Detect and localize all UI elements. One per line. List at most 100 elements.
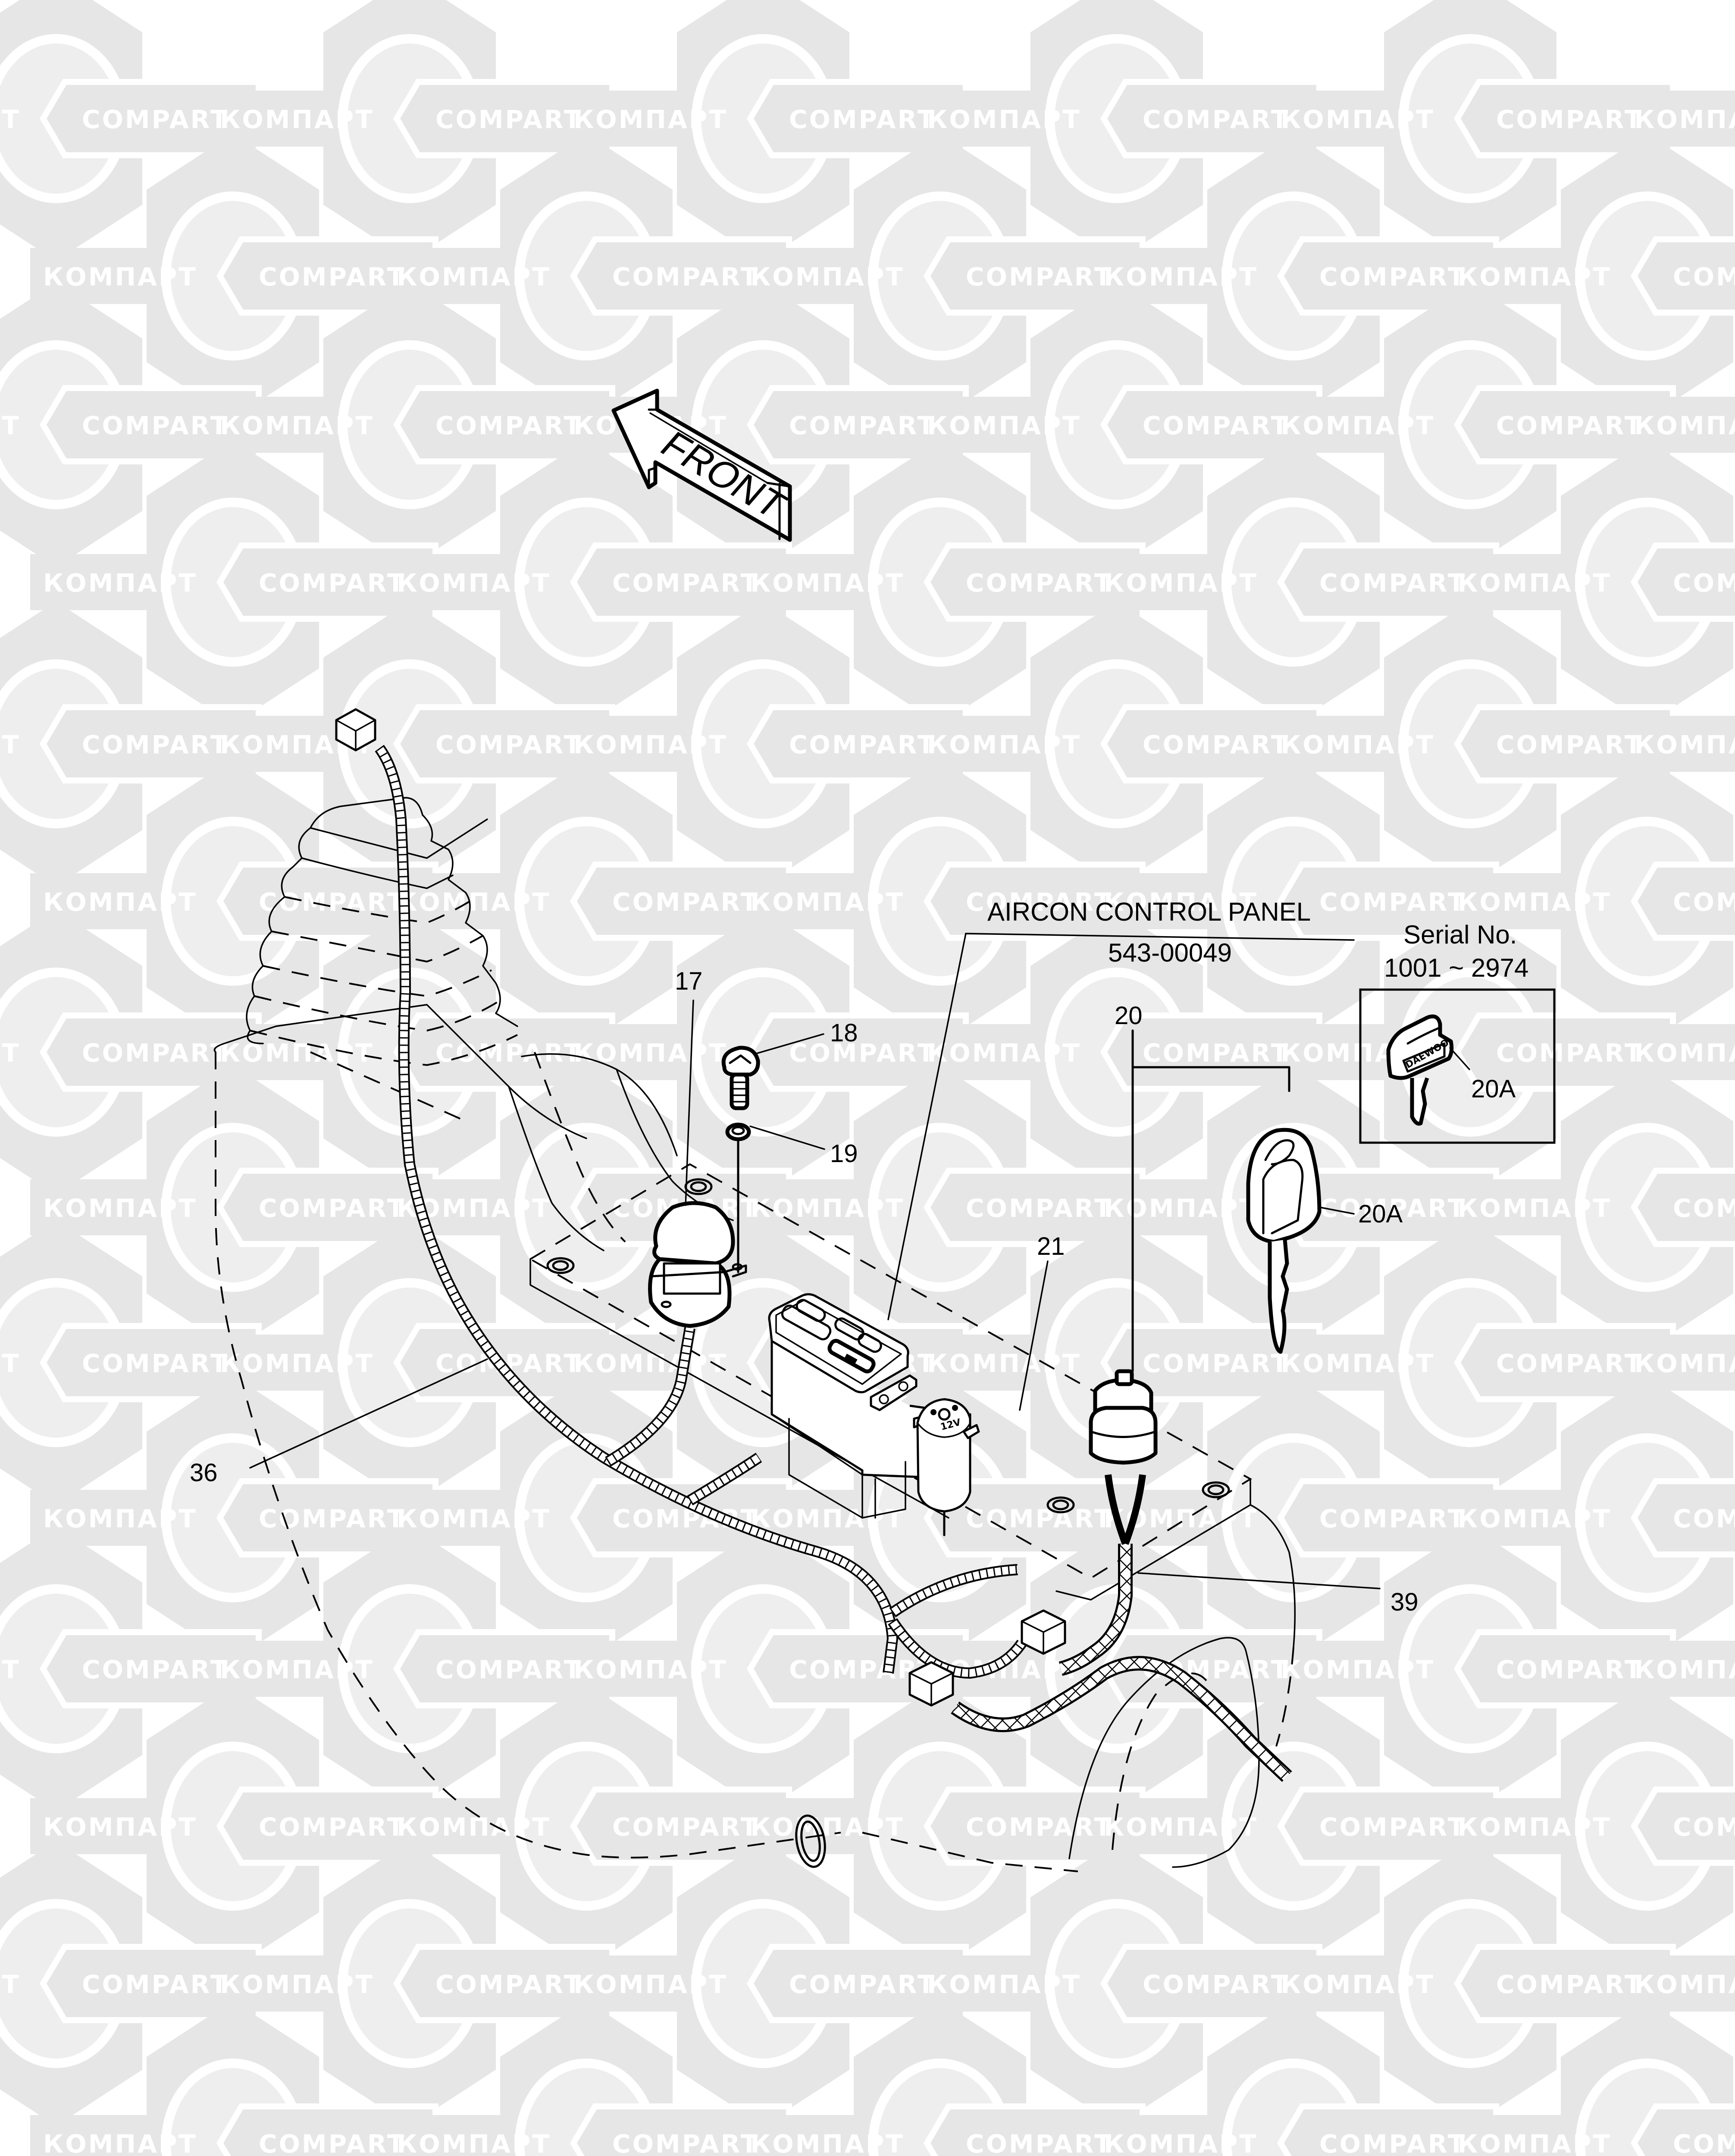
watermark-text: КОМПАРТ bbox=[1281, 1349, 1435, 1378]
watermark-text: КОМПАРТ bbox=[43, 262, 197, 291]
watermark-text: COMPART bbox=[1673, 2129, 1735, 2156]
watermark-text: КОМПАРТ bbox=[750, 2129, 905, 2156]
watermark-text: COMPART bbox=[789, 1038, 936, 1068]
watermark-text: COMPART bbox=[82, 105, 229, 134]
watermark-text: КОМПАРТ bbox=[0, 1970, 21, 1999]
watermark-text: КОМПАРТ bbox=[1281, 105, 1435, 134]
watermark-text: КОМПАРТ bbox=[750, 1504, 905, 1533]
watermark-text: COMPART bbox=[1143, 411, 1290, 440]
watermark-text: COMPART bbox=[612, 887, 759, 917]
wire-harness-36 bbox=[335, 708, 1066, 1707]
joystick-boot bbox=[246, 797, 518, 1066]
watermark-text: КОМПАРТ bbox=[1104, 1194, 1258, 1223]
watermark-text: COMPART bbox=[1673, 1194, 1735, 1223]
watermark-text: КОМПАРТ bbox=[1634, 411, 1735, 440]
watermark-text: COMPART bbox=[435, 730, 583, 759]
watermark-text: COMPART bbox=[1143, 1349, 1290, 1378]
watermark-text: COMPART bbox=[82, 411, 229, 440]
watermark-text: КОМПАРТ bbox=[0, 411, 21, 440]
watermark-text: КОМПАРТ bbox=[220, 411, 374, 440]
watermark-text: COMPART bbox=[82, 1970, 229, 1999]
watermark-text: КОМПАРТ bbox=[1281, 730, 1435, 759]
watermark-text: КОМПАРТ bbox=[750, 1194, 905, 1223]
watermark-text: КОМПАРТ bbox=[43, 1504, 197, 1533]
part-17-lighter bbox=[648, 1201, 747, 1328]
serial-label: Serial No. bbox=[1403, 920, 1517, 949]
callout-19: 19 bbox=[830, 1140, 858, 1168]
watermark-text: COMPART bbox=[259, 2129, 406, 2156]
callout-20a: 20A bbox=[1358, 1200, 1403, 1228]
watermark-text: COMPART bbox=[435, 1038, 583, 1068]
callout-36: 36 bbox=[190, 1459, 218, 1487]
watermark-text: КОМПАРТ bbox=[927, 1970, 1081, 1999]
watermark-text: COMPART bbox=[1496, 411, 1643, 440]
watermark-text: COMPART bbox=[82, 730, 229, 759]
watermark-text: COMPART bbox=[1319, 568, 1466, 598]
inset-callout-20a: 20A bbox=[1471, 1075, 1516, 1103]
watermark-text: КОМПАРТ bbox=[1457, 1194, 1612, 1223]
callout-39: 39 bbox=[1391, 1588, 1419, 1616]
watermark-text: КОМПАРТ bbox=[1104, 887, 1258, 917]
watermark-text: COMPART bbox=[966, 887, 1113, 917]
watermark-text: КОМПАРТ bbox=[220, 1655, 374, 1684]
watermark-text: COMPART bbox=[966, 2129, 1113, 2156]
callout-18: 18 bbox=[830, 1019, 858, 1047]
watermark-text: КОМПАРТ bbox=[1281, 411, 1435, 440]
part-20a-key bbox=[1246, 1128, 1322, 1354]
watermark-text: COMPART bbox=[259, 568, 406, 598]
watermark-text: КОМПАРТ bbox=[0, 1349, 21, 1378]
watermark-text: КОМПАРТ bbox=[397, 887, 551, 917]
watermark-text: КОМПАРТ bbox=[0, 1655, 21, 1684]
watermark-text: COMPART bbox=[789, 730, 936, 759]
harness-connector bbox=[1021, 1609, 1066, 1655]
watermark-text: КОМПАРТ bbox=[1457, 2129, 1612, 2156]
watermark-text: COMPART bbox=[82, 1349, 229, 1378]
watermark-text: КОМПАРТ bbox=[1104, 262, 1258, 291]
watermark-text: КОМПАРТ bbox=[1457, 568, 1612, 598]
serial-range: 1001 ~ 2974 bbox=[1384, 953, 1528, 982]
watermark-text: КОМПАРТ bbox=[927, 105, 1081, 134]
callout-20: 20 bbox=[1115, 1002, 1143, 1030]
harness-connector bbox=[908, 1661, 954, 1707]
watermark-text: КОМПАРТ bbox=[573, 1970, 728, 1999]
watermark-text: COMPART bbox=[1673, 262, 1735, 291]
part-21-12v-socket: 12V bbox=[913, 1398, 980, 1536]
leader-lines bbox=[249, 933, 1381, 1589]
watermark-text: COMPART bbox=[82, 1038, 229, 1068]
part-18-screw bbox=[721, 1046, 760, 1110]
part-20-starter-switch bbox=[1089, 1369, 1158, 1465]
watermark-text: COMPART bbox=[1143, 1038, 1290, 1068]
watermark-text: КОМПАРТ bbox=[43, 568, 197, 598]
watermark-text: COMPART bbox=[259, 1194, 406, 1223]
watermark-text: COMPART bbox=[1496, 1349, 1643, 1378]
watermark-text: КОМПАРТ bbox=[573, 105, 728, 134]
watermark-text: COMPART bbox=[1319, 2129, 1466, 2156]
watermark-text: КОМПАРТ bbox=[397, 1812, 551, 1842]
watermark-text: COMPART bbox=[435, 1655, 583, 1684]
watermark-text: COMPART bbox=[1496, 105, 1643, 134]
wire-harness-39 bbox=[951, 1474, 1292, 1782]
watermark-text: COMPART bbox=[1496, 1655, 1643, 1684]
watermark-text: COMPART bbox=[966, 1194, 1113, 1223]
watermark-text: КОМПАРТ bbox=[1457, 1812, 1612, 1842]
watermark-text: КОМПАРТ bbox=[1634, 1349, 1735, 1378]
watermark-text: COMPART bbox=[1143, 1970, 1290, 1999]
watermark-text: КОМПАРТ bbox=[573, 1038, 728, 1068]
watermark-text: COMPART bbox=[966, 568, 1113, 598]
console-housing bbox=[213, 1004, 1296, 1872]
watermark-text: КОМПАРТ bbox=[43, 1194, 197, 1223]
watermark-text: COMPART bbox=[789, 411, 936, 440]
watermark-text: КОМПАРТ bbox=[397, 2129, 551, 2156]
watermark-text: COMPART bbox=[435, 411, 583, 440]
daewoo-key-illustration: DAEWOO bbox=[1386, 1014, 1454, 1126]
watermark-text: COMPART bbox=[612, 262, 759, 291]
watermark-text: КОМПАРТ bbox=[750, 568, 905, 598]
watermark-text: КОМПАРТ bbox=[1104, 568, 1258, 598]
watermark-text: КОМПАРТ bbox=[927, 1349, 1081, 1378]
watermark-text: КОМПАРТ bbox=[750, 262, 905, 291]
watermark-text: COMPART bbox=[259, 1812, 406, 1842]
watermark-text: COMPART bbox=[1143, 105, 1290, 134]
watermark-text: COMPART bbox=[435, 1970, 583, 1999]
watermark-text: COMPART bbox=[1496, 1970, 1643, 1999]
